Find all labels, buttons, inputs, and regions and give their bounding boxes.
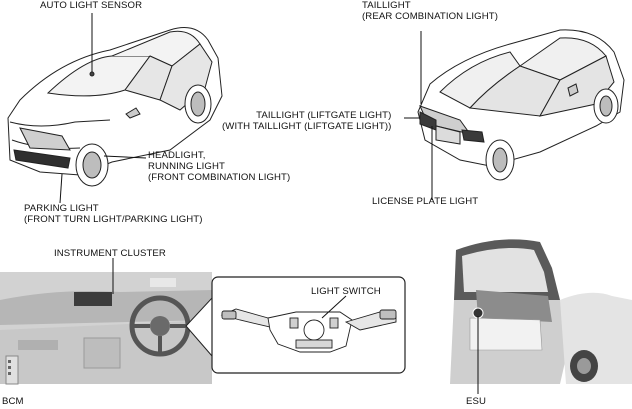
- leader-lines: [59, 13, 479, 394]
- bcm-label: BCM: [2, 396, 24, 407]
- dashboard-photo: [0, 272, 212, 385]
- headlight-label-line-2: RUNNING LIGHT: [148, 161, 225, 172]
- parking-light-label-line-1: PARKING LIGHT: [24, 203, 99, 214]
- esu-label: ESU: [466, 396, 487, 407]
- rear-car-illustration: [417, 29, 625, 181]
- headlight-label-line-3: (FRONT COMBINATION LIGHT): [148, 172, 291, 183]
- headlight-label-line-1: HEADLIGHT,: [148, 150, 206, 161]
- parking-light-label-line-2: (FRONT TURN LIGHT/PARKING LIGHT): [24, 214, 203, 225]
- light-switch-label: LIGHT SWITCH: [311, 286, 381, 297]
- auto-light-sensor-label: AUTO LIGHT SENSOR: [40, 0, 143, 11]
- parking-light-label: PARKING LIGHT (FRONT TURN LIGHT/PARKING …: [24, 203, 203, 225]
- light-switch-callout: [185, 276, 406, 374]
- liftgate-photo: [440, 236, 632, 384]
- taillight-rear-label-line-2: (REAR COMBINATION LIGHT): [362, 11, 499, 22]
- taillight-liftgate-label: TAILLIGHT (LIFTGATE LIGHT) (WITH TAILLIG…: [222, 110, 391, 132]
- front-car-illustration: [7, 27, 223, 187]
- taillight-rear-label-line-1: TAILLIGHT: [362, 0, 411, 11]
- instrument-cluster-label: INSTRUMENT CLUSTER: [54, 248, 166, 259]
- taillight-liftgate-label-line-2: (WITH TAILLIGHT (LIFTGATE LIGHT)): [222, 121, 392, 132]
- license-plate-light-label: LICENSE PLATE LIGHT: [372, 196, 479, 207]
- taillight-rear-label: TAILLIGHT (REAR COMBINATION LIGHT): [362, 0, 498, 22]
- headlight-label: HEADLIGHT, RUNNING LIGHT (FRONT COMBINAT…: [148, 150, 290, 183]
- taillight-liftgate-label-line-1: TAILLIGHT (LIFTGATE LIGHT): [256, 110, 392, 121]
